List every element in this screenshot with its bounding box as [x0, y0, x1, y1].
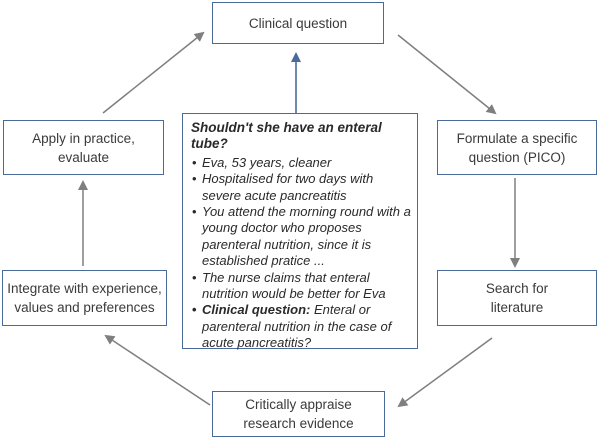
clinical-question-box: Clinical question — [212, 2, 384, 44]
formulate-question-label: Formulate a specific question (PICO) — [456, 130, 578, 165]
clinical-question-prefix: Clinical question: — [202, 302, 311, 318]
arrow-question-to-formulate — [397, 34, 497, 115]
case-bullet: The nurse claims that enteral nutrition … — [189, 270, 411, 303]
integrate-experience-label: Integrate with experience, values and pr… — [7, 281, 162, 315]
case-bullet: You attend the morning round with a youn… — [189, 204, 411, 270]
arrow-appraise-to-integrate — [104, 334, 211, 406]
case-clinical-question: Clinical question: Enteral or parenteral… — [189, 302, 411, 351]
critically-appraise-label: Critically appraise research evidence — [243, 397, 354, 431]
case-bullet: Hospitalised for two days with severe ac… — [189, 171, 411, 204]
apply-practice-box: Apply in practice, evaluate — [3, 120, 164, 175]
search-literature-box: Search for literature — [437, 270, 597, 326]
arrow-search-to-appraise — [397, 337, 493, 408]
case-bullet-list: Eva, 53 years, cleaner Hospitalised for … — [189, 155, 411, 352]
integrate-experience-box: Integrate with experience, values and pr… — [2, 270, 167, 326]
arrow-apply-to-question — [102, 31, 205, 114]
formulate-question-box: Formulate a specific question (PICO) — [437, 120, 597, 175]
critically-appraise-box: Critically appraise research evidence — [212, 391, 385, 437]
clinical-question-label: Clinical question — [248, 15, 348, 31]
clinical-question-text: Enteral or parenteral nutrition in the c… — [202, 302, 392, 351]
case-heading: Shouldn't she have an enteral tube? — [191, 120, 382, 152]
search-literature-label: Search for literature — [485, 281, 549, 315]
case-bullet: Eva, 53 years, cleaner — [189, 155, 411, 172]
case-description-box: Shouldn't she have an enteral tube? Eva,… — [182, 113, 418, 352]
apply-practice-label: Apply in practice, evaluate — [32, 130, 135, 165]
